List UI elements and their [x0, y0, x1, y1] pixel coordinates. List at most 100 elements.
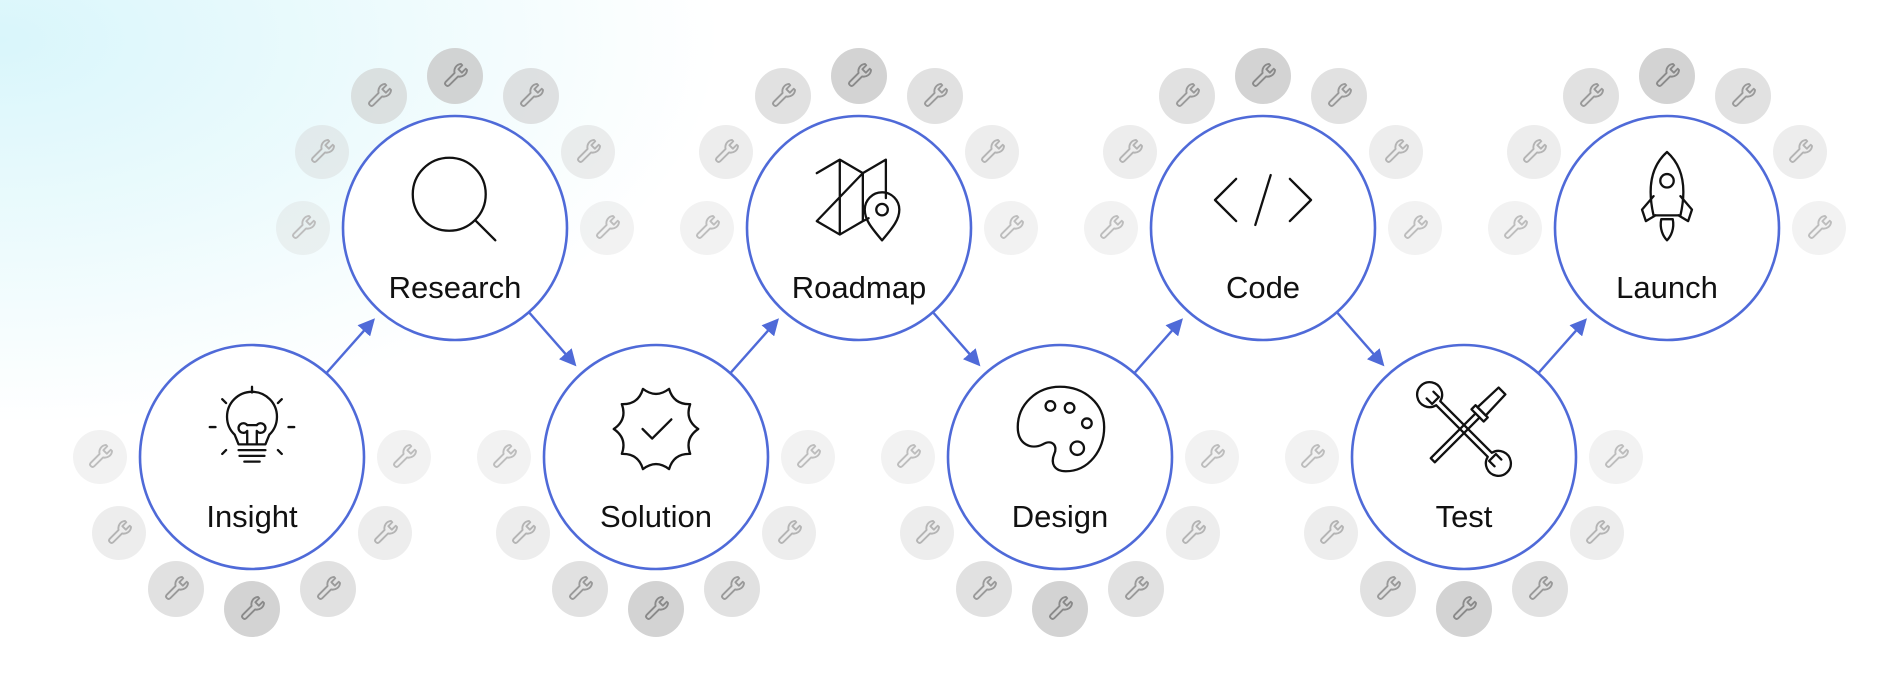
connector-arrow — [528, 312, 577, 367]
stage-test: Test — [1350, 343, 1578, 571]
wrench-icon — [393, 444, 417, 468]
code-brackets-icon — [1213, 173, 1313, 227]
wrench-icon — [596, 215, 620, 239]
decorative-wrench-bubble — [300, 561, 356, 617]
rocket-icon — [1640, 150, 1694, 242]
stage-solution: Solution — [542, 343, 770, 571]
stage-roadmap: Roadmap — [745, 114, 973, 342]
stage-label: Test — [1436, 499, 1493, 534]
decorative-wrench-bubble — [831, 48, 887, 104]
wrench-icon — [981, 139, 1005, 163]
decorative-wrench-bubble — [907, 68, 963, 124]
wrench-icon — [778, 520, 802, 544]
wrench-icon — [89, 444, 113, 468]
decorative-wrench-bubble — [224, 581, 280, 637]
decorative-wrench-bubble — [900, 506, 954, 560]
wrench-icon — [374, 520, 398, 544]
decorative-wrench-bubble — [1388, 201, 1442, 255]
stage-label: Roadmap — [792, 270, 926, 305]
wrench-icon — [1453, 596, 1477, 620]
decorative-wrench-bubble — [92, 506, 146, 560]
decorative-wrench-bubble — [1436, 581, 1492, 637]
wrench-icon — [1523, 139, 1547, 163]
stage-circle — [1350, 343, 1578, 571]
decorative-wrench-bubble — [358, 506, 412, 560]
decorative-wrench-bubble — [1512, 561, 1568, 617]
magnifier-icon — [411, 156, 497, 242]
wrench-icon — [916, 520, 940, 544]
decorative-wrench-bubble — [704, 561, 760, 617]
wrench-icon — [368, 83, 392, 107]
stage-label: Solution — [600, 499, 712, 534]
decorative-wrench-bubble — [1304, 506, 1358, 560]
wrench-icon — [1125, 576, 1149, 600]
wrench-icon — [311, 139, 335, 163]
wrench-icon — [645, 596, 669, 620]
palette-icon — [1016, 385, 1106, 473]
decorative-wrench-bubble — [628, 581, 684, 637]
wrench-icon — [317, 576, 341, 600]
decorative-wrench-bubble — [552, 561, 608, 617]
wrench-icon — [848, 63, 872, 87]
decorative-wrench-bubble — [1311, 68, 1367, 124]
wrench-icon — [1301, 444, 1325, 468]
wrench-icon — [1176, 83, 1200, 107]
connector-arrow — [326, 318, 375, 374]
wrench-icon — [1580, 83, 1604, 107]
stage-insight: Insight — [138, 343, 366, 571]
wrench-icon — [1049, 596, 1073, 620]
decorative-wrench-bubble — [1235, 48, 1291, 104]
stage-circle — [745, 114, 973, 342]
decorative-wrench-layer — [73, 48, 1846, 637]
wrench-icon — [696, 215, 720, 239]
stage-label: Code — [1226, 270, 1300, 305]
wrench-icon — [1328, 83, 1352, 107]
stage-label: Design — [1012, 499, 1109, 534]
decorative-wrench-bubble — [1166, 506, 1220, 560]
wrench-icon — [715, 139, 739, 163]
stage-circle — [1553, 114, 1781, 342]
wrench-icon — [1119, 139, 1143, 163]
decorative-wrench-bubble — [1570, 506, 1624, 560]
decorative-wrench-bubble — [561, 125, 615, 179]
decorative-wrench-bubble — [965, 125, 1019, 179]
decorative-wrench-bubble — [1639, 48, 1695, 104]
wrench-icon — [973, 576, 997, 600]
wrench-icon — [1252, 63, 1276, 87]
wrench-icon — [1789, 139, 1813, 163]
connector-arrow — [730, 318, 779, 374]
wrench-icon — [493, 444, 517, 468]
decorative-wrench-bubble — [1084, 201, 1138, 255]
wrench-icon — [1385, 139, 1409, 163]
wrench-icon — [444, 63, 468, 87]
decorative-wrench-bubble — [762, 506, 816, 560]
connector-arrow — [1336, 312, 1385, 367]
decorative-wrench-bubble — [1773, 125, 1827, 179]
wrench-icon — [1732, 83, 1756, 107]
stage-layer: InsightResearchSolutionRoadmapDesignCode… — [138, 114, 1781, 571]
decorative-wrench-bubble — [1792, 201, 1846, 255]
decorative-wrench-bubble — [1589, 430, 1643, 484]
wrench-icon — [292, 215, 316, 239]
decorative-wrench-bubble — [1108, 561, 1164, 617]
connector-arrow — [1134, 318, 1183, 374]
decorative-wrench-bubble — [1032, 581, 1088, 637]
wrench-icon — [1404, 215, 1428, 239]
decorative-wrench-bubble — [377, 430, 431, 484]
decorative-wrench-bubble — [503, 68, 559, 124]
decorative-wrench-bubble — [1185, 430, 1239, 484]
wrench-icon — [1808, 215, 1832, 239]
stage-circle — [341, 114, 569, 342]
wrench-icon — [577, 139, 601, 163]
wrench-icon — [797, 444, 821, 468]
decorative-wrench-bubble — [1285, 430, 1339, 484]
decorative-wrench-bubble — [1715, 68, 1771, 124]
wrench-icon — [772, 83, 796, 107]
stage-circle — [1149, 114, 1377, 342]
wrench-icon — [1529, 576, 1553, 600]
wrench-icon — [1000, 215, 1024, 239]
wrench-icon — [1182, 520, 1206, 544]
decorative-wrench-bubble — [427, 48, 483, 104]
wrench-icon — [1605, 444, 1629, 468]
